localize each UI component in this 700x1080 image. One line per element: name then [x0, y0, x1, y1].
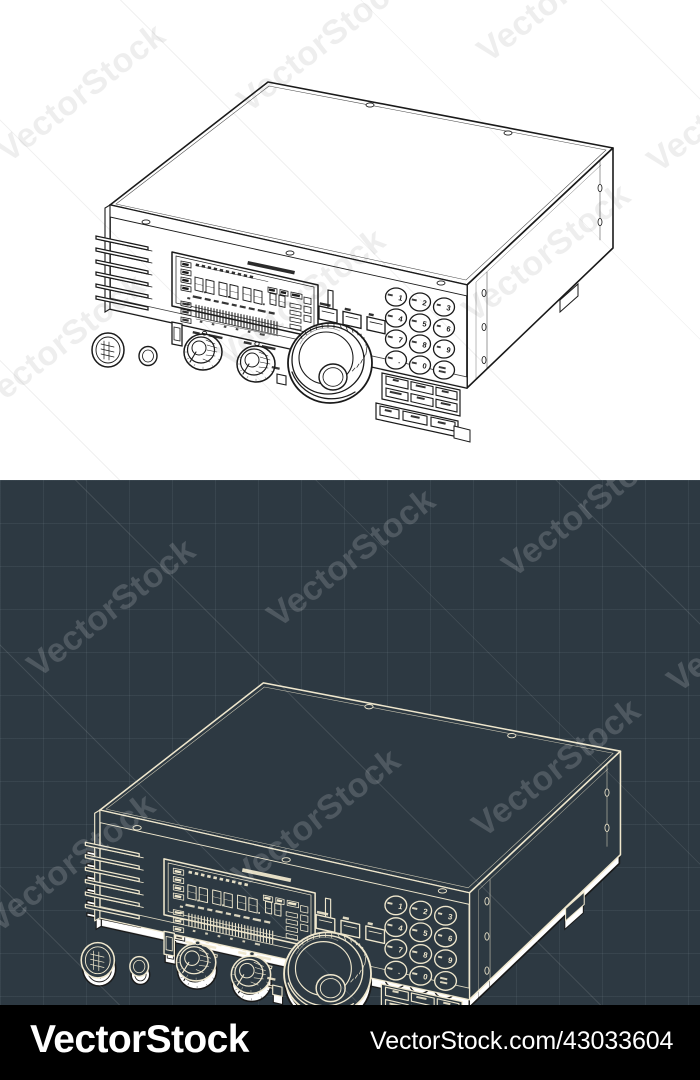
transceiver-blueprint-art: 1 2 3 4 5 6 7 8 9 . 0 [80, 682, 622, 1005]
radio-line-art-group [91, 81, 614, 443]
svg-text:0: 0 [422, 972, 428, 982]
vectorstock-logo: VectorStock [30, 1018, 249, 1061]
svg-text:8: 8 [422, 950, 429, 960]
line-art-panel: 1 2 3 4 5 6 7 8 9 . 0 [0, 0, 700, 480]
footer-bar: VectorStock VectorStock.com/43033604 [0, 1005, 700, 1080]
svg-text:4: 4 [398, 923, 405, 933]
svg-text:9: 9 [447, 955, 454, 965]
svg-text:5: 5 [422, 929, 429, 939]
svg-text:.: . [398, 967, 402, 976]
svg-text:2: 2 [422, 907, 428, 917]
svg-text:6: 6 [447, 934, 454, 944]
transceiver-line-art: 1 2 3 4 5 6 7 8 9 . 0 [91, 81, 614, 443]
blueprint-panel: [data-name="radio-blueprint-group"] path… [0, 480, 700, 1005]
svg-text:7: 7 [398, 945, 404, 955]
vectorstock-url: VectorStock.com/43033604 [370, 1027, 674, 1055]
svg-text:3: 3 [447, 912, 454, 922]
svg-text:1: 1 [398, 902, 405, 912]
